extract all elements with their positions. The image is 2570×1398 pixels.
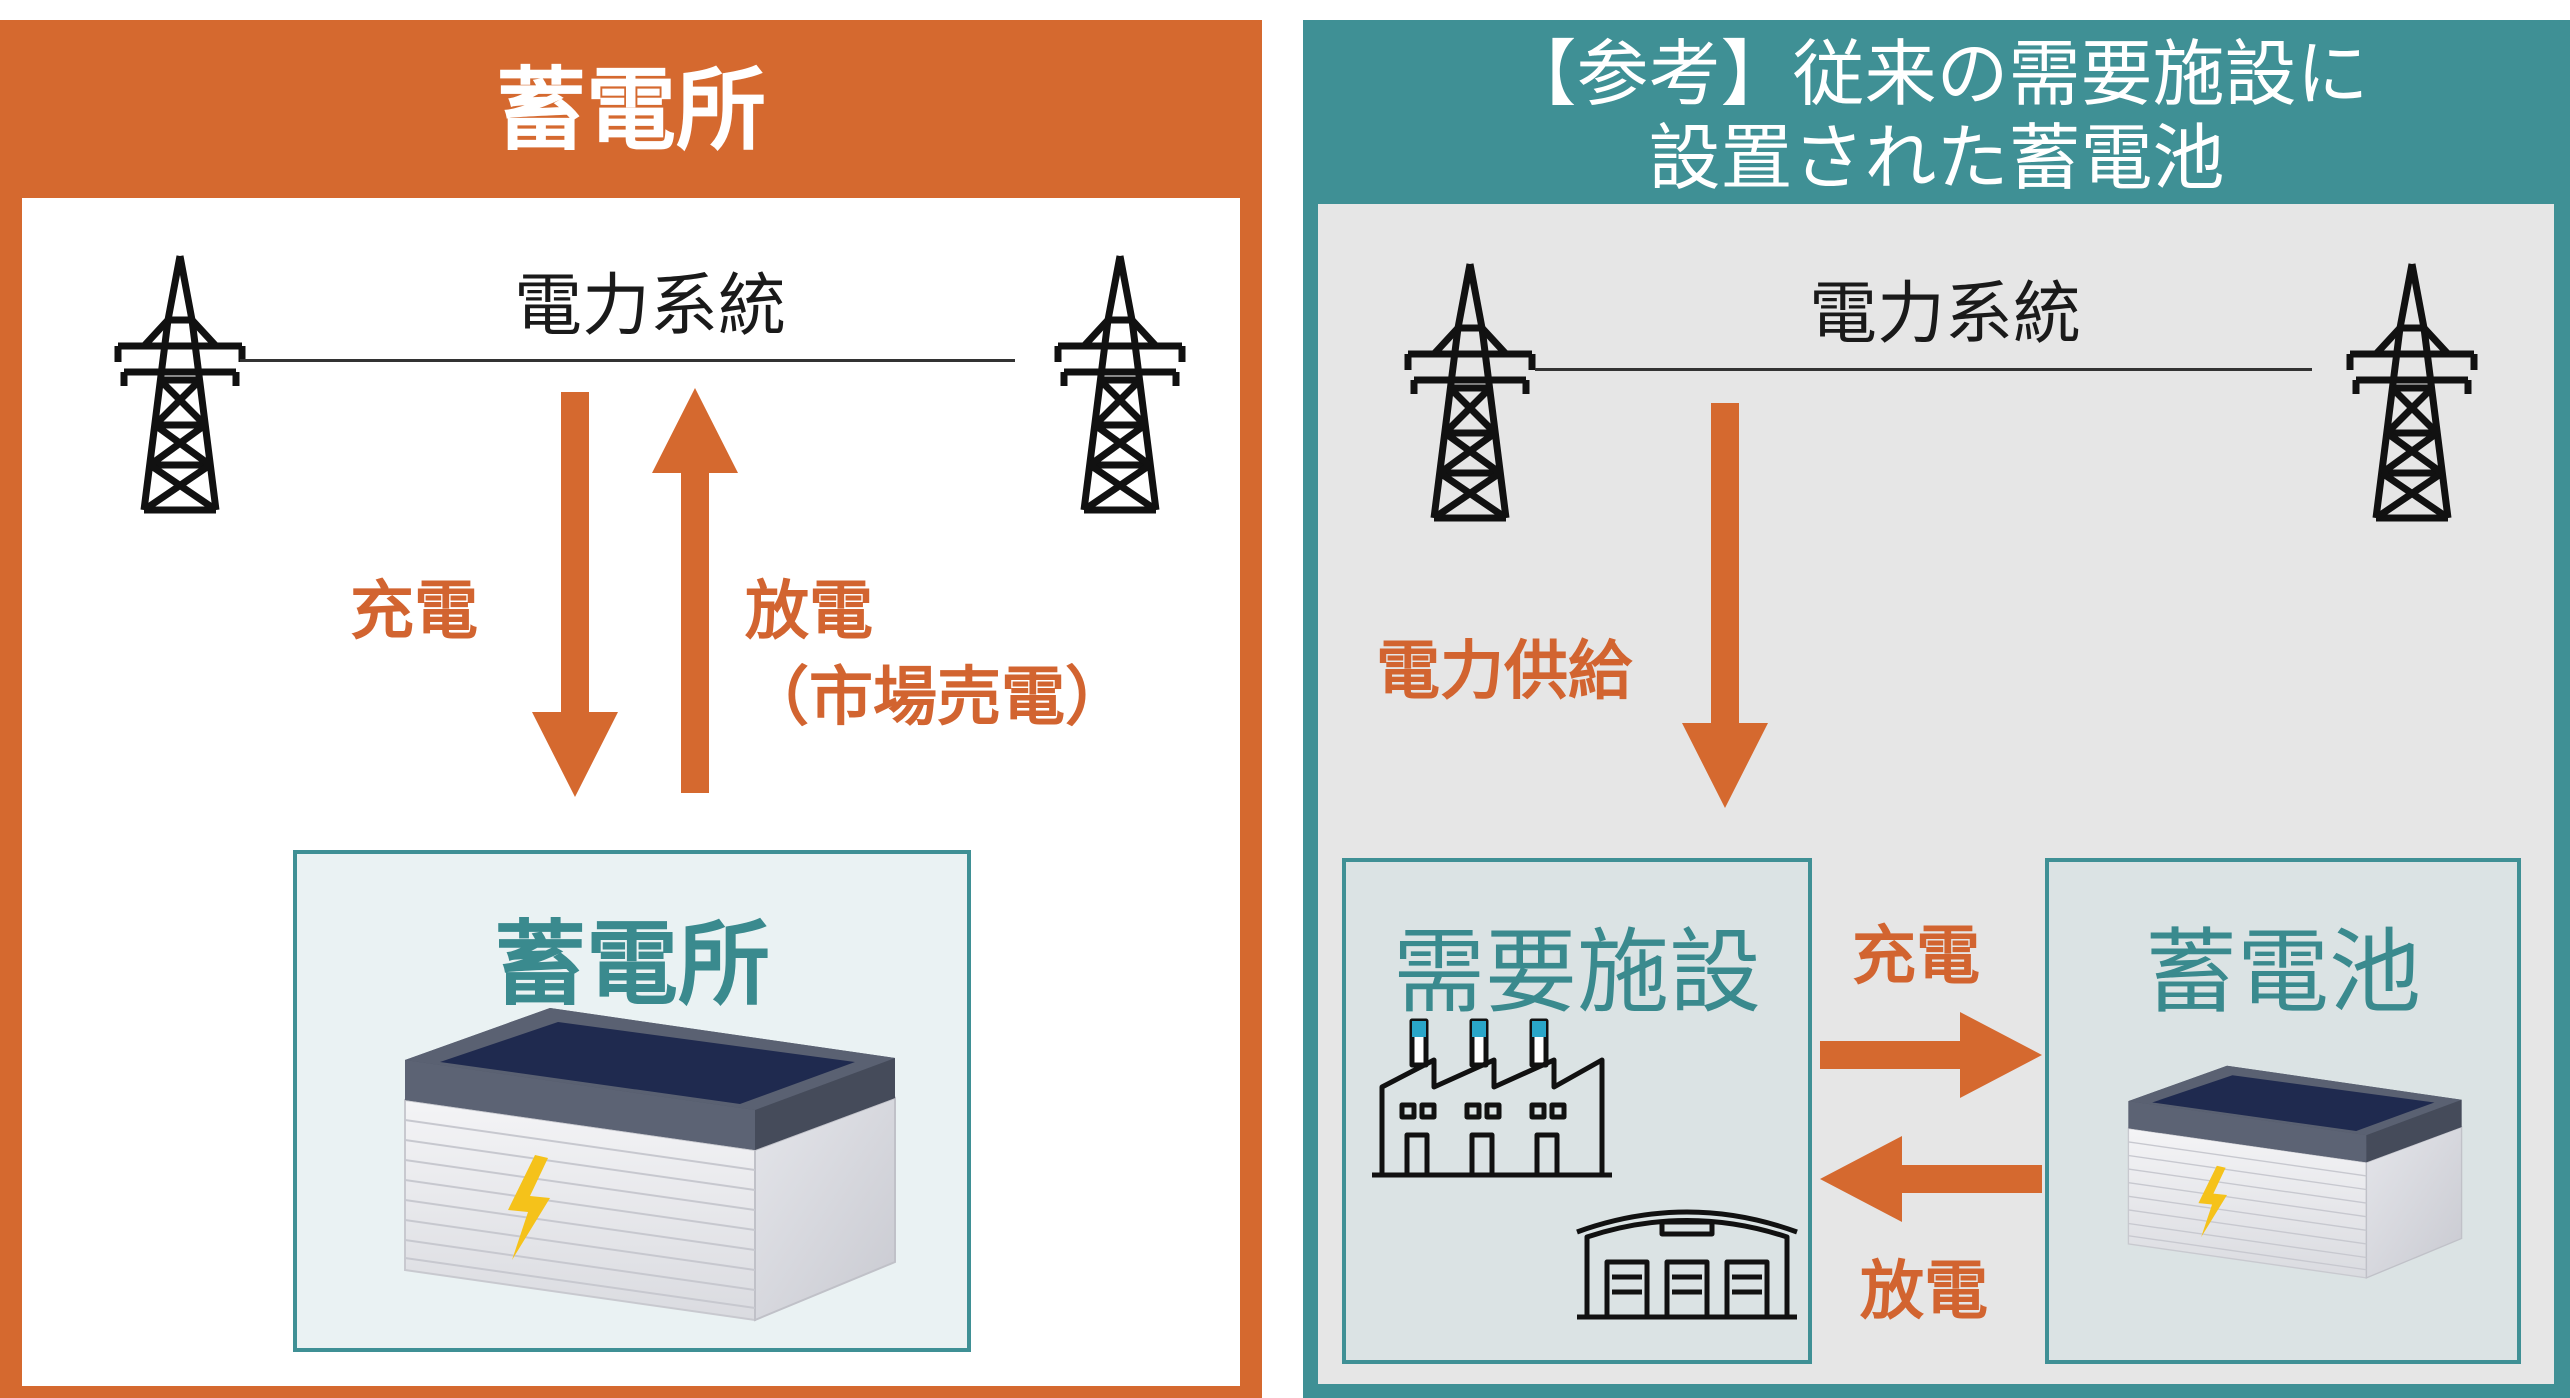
battery-icon	[404, 1008, 896, 1322]
discharge-label: 放電	[745, 575, 873, 649]
discharge-label: 放電	[1860, 1255, 1988, 1329]
discharge-arrow	[1820, 1136, 2042, 1222]
right-panel-title-line1: 【参考】従来の需要施設に	[1504, 32, 2369, 116]
right-panel-title-line2: 設置された蓄電池	[1648, 116, 2225, 200]
charge-arrow	[1820, 1012, 2042, 1098]
discharge-arrow	[652, 388, 738, 793]
grid-line	[240, 359, 1015, 362]
battery-box-title: 蓄電池	[2144, 919, 2421, 1026]
charge-label: 充電	[1852, 920, 1980, 994]
battery-icon	[2127, 1065, 2463, 1279]
charge-label: 充電	[350, 575, 478, 649]
discharge-sub-label: （市場売電）	[745, 661, 1129, 735]
charge-arrow	[532, 392, 618, 797]
factory-icon	[1372, 1018, 1612, 1178]
grid-label: 電力系統	[513, 267, 786, 346]
station-box-title: 蓄電所	[493, 911, 770, 1018]
supply-label: 電力供給	[1376, 635, 1632, 709]
grid-label: 電力系統	[1808, 275, 2081, 354]
pylon-icon	[1404, 263, 1536, 522]
grid-line	[1535, 368, 2312, 371]
lightning-icon	[2198, 1165, 2227, 1238]
pylon-icon	[2346, 263, 2478, 522]
pylon-icon	[1054, 255, 1186, 514]
pylon-icon	[114, 255, 246, 514]
supply-arrow	[1682, 403, 1768, 808]
left-panel-title: 蓄電所	[496, 58, 766, 163]
warehouse-icon	[1576, 1209, 1798, 1320]
facility-box-title: 需要施設	[1392, 919, 1761, 1026]
lightning-icon	[508, 1155, 550, 1260]
